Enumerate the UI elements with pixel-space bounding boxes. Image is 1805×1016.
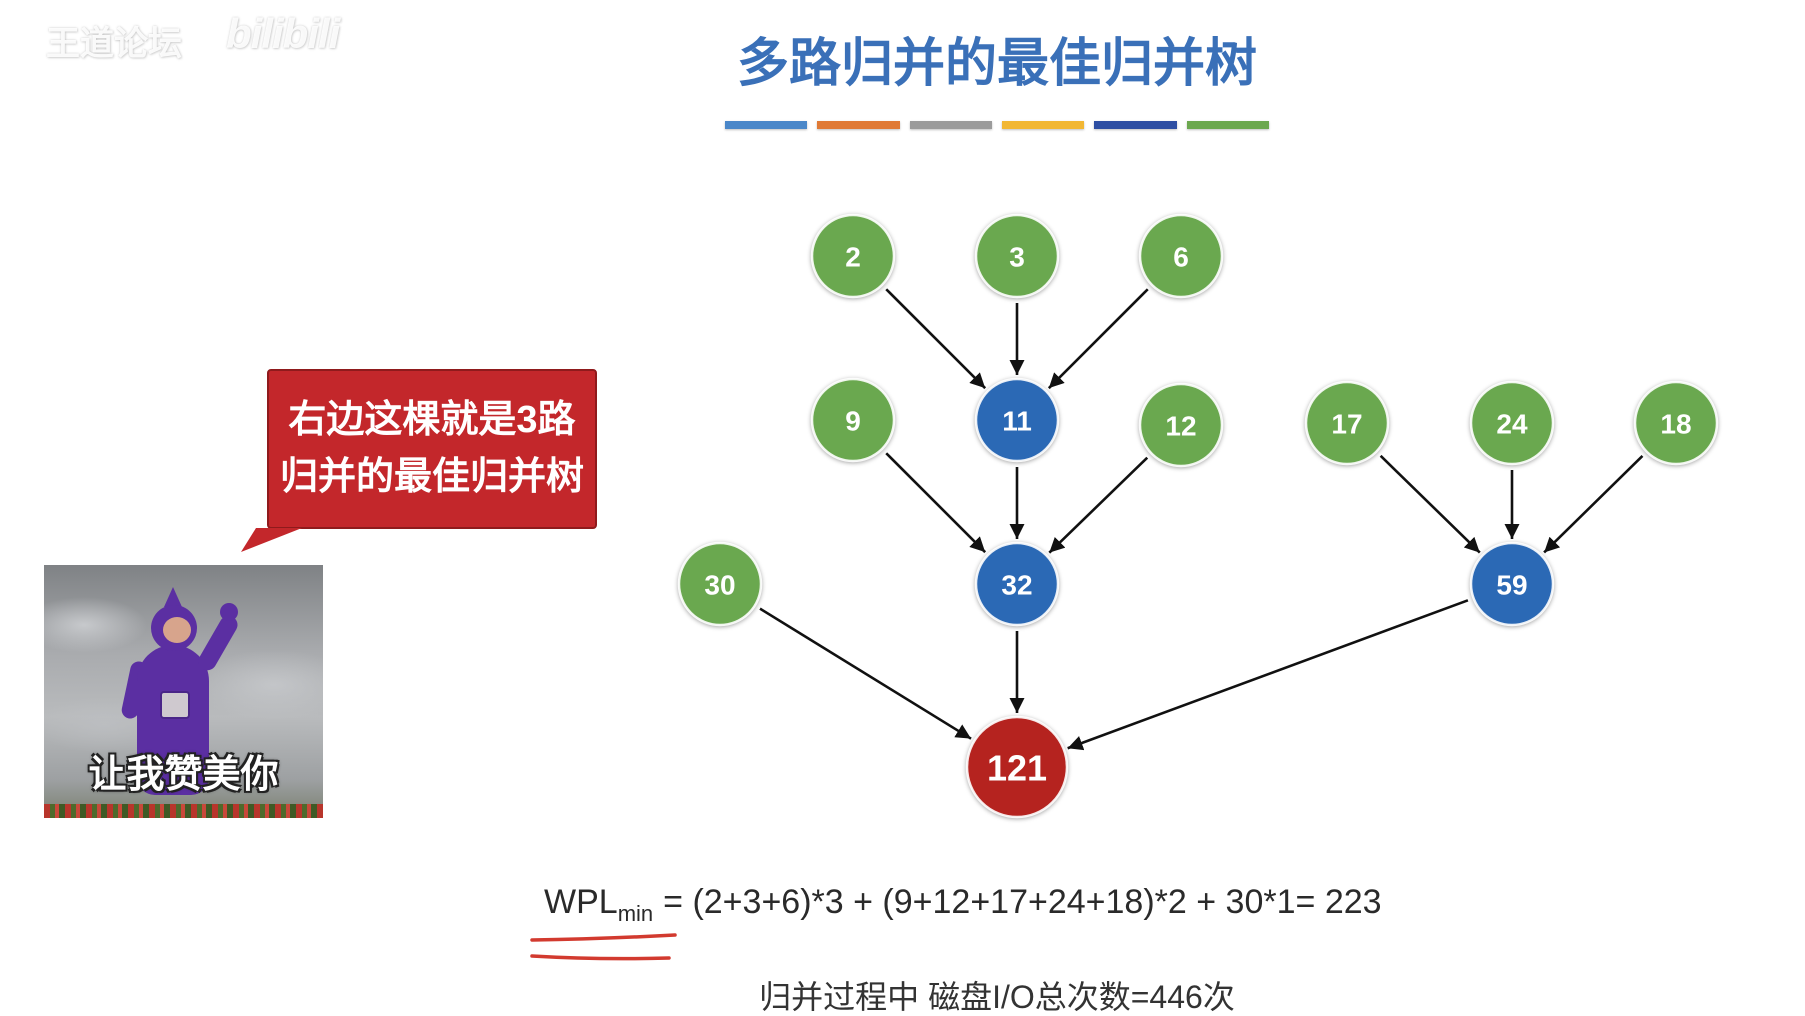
title-bar-segment bbox=[1094, 121, 1177, 129]
tree-edge-17-to-59 bbox=[1379, 454, 1481, 554]
tree-node-circle bbox=[1304, 380, 1390, 466]
figure-tummy-screen bbox=[160, 691, 190, 719]
underline-stroke-2 bbox=[530, 954, 671, 961]
tree-node-label: 2 bbox=[845, 242, 861, 273]
tree-node-59: 59 bbox=[1469, 541, 1555, 627]
tree-node-121: 121 bbox=[965, 715, 1069, 819]
speech-bubble-text: 右边这棵就是3路 归并的最佳归并树 bbox=[268, 392, 596, 506]
speech-bubble bbox=[241, 369, 597, 552]
title-bar-segment bbox=[817, 121, 900, 129]
tree-node-circle bbox=[677, 541, 763, 627]
flower-field bbox=[44, 804, 323, 818]
tree-node-30: 30 bbox=[677, 541, 763, 627]
tree-node-circle bbox=[974, 541, 1060, 627]
underline-stroke-1 bbox=[530, 933, 677, 942]
title-bar-segment bbox=[1186, 121, 1269, 129]
tree-node-label: 24 bbox=[1496, 409, 1528, 440]
tree-node-label: 30 bbox=[704, 570, 735, 601]
tree-node-label: 9 bbox=[845, 406, 861, 437]
tree-edge-6-to-11 bbox=[1047, 288, 1149, 390]
speech-bubble-tail bbox=[241, 528, 302, 552]
bilibili-logo: bilibili bbox=[226, 10, 340, 57]
tree-node-2: 2 bbox=[810, 213, 896, 299]
watermark-text: 王道论坛 bbox=[46, 25, 182, 63]
figure-hand bbox=[220, 603, 238, 621]
tree-node-circle bbox=[1469, 380, 1555, 466]
tree-node-circle bbox=[974, 213, 1060, 299]
tree-nodes: 2 3 6 9 11 12 17 24 18 30 32 59 121 bbox=[677, 213, 1719, 819]
tree-node-circle bbox=[1469, 541, 1555, 627]
figure-body bbox=[137, 645, 209, 795]
tree-node-label: 121 bbox=[987, 748, 1047, 789]
tree-node-label: 59 bbox=[1496, 570, 1527, 601]
tree-node-label: 3 bbox=[1009, 242, 1025, 273]
disk-io-summary: 归并过程中 磁盘I/O总次数=446次 bbox=[759, 979, 1235, 1015]
figure-antenna bbox=[164, 587, 182, 607]
tree-node-circle bbox=[974, 377, 1060, 463]
wpl-formula: WPLmin = (2+3+6)*3 + (9+12+17+24+18)*2 + … bbox=[544, 882, 1382, 926]
meme-image: 让我赞美你 bbox=[44, 565, 323, 818]
title-bar-segment bbox=[1001, 121, 1085, 129]
slide-title: 多路归并的最佳归并树 bbox=[736, 35, 1257, 93]
tree-node-label: 32 bbox=[1001, 570, 1032, 601]
tree-node-label: 6 bbox=[1173, 242, 1189, 273]
tree-node-circle bbox=[810, 213, 896, 299]
tree-edge-12-to-32 bbox=[1048, 456, 1149, 554]
title-bar-segment bbox=[725, 121, 808, 129]
tree-edge-18-to-59 bbox=[1543, 454, 1644, 554]
handwritten-underline bbox=[530, 933, 677, 961]
tree-node-12: 12 bbox=[1138, 382, 1224, 468]
tree-node-label: 17 bbox=[1331, 409, 1362, 440]
formula-subscript-min: min bbox=[617, 901, 654, 926]
tree-node-24: 24 bbox=[1469, 380, 1555, 466]
tree-node-32: 32 bbox=[974, 541, 1060, 627]
tree-edge-2-to-11 bbox=[885, 288, 987, 390]
title-bar-segment bbox=[909, 121, 992, 129]
tree-node-label: 18 bbox=[1660, 409, 1691, 440]
formula-wpl: WPL bbox=[544, 883, 618, 921]
speech-bubble-line-2: 归并的最佳归并树 bbox=[279, 456, 584, 498]
tree-edge-30-to-121 bbox=[759, 607, 972, 740]
figure-face bbox=[163, 617, 191, 643]
tree-node-18: 18 bbox=[1633, 380, 1719, 466]
tree-node-11: 11 bbox=[974, 377, 1060, 463]
tree-node-circle bbox=[810, 377, 896, 463]
tree-node-9: 9 bbox=[810, 377, 896, 463]
tree-edge-59-to-121 bbox=[1067, 599, 1469, 751]
tree-node-circle bbox=[1633, 380, 1719, 466]
title-color-bar bbox=[725, 121, 1269, 129]
tree-edge-9-to-32 bbox=[885, 452, 987, 554]
tree-node-circle bbox=[1138, 382, 1224, 468]
tree-node-label: 12 bbox=[1165, 411, 1196, 442]
tree-node-17: 17 bbox=[1304, 380, 1390, 466]
speech-bubble-body bbox=[267, 369, 597, 529]
tree-node-3: 3 bbox=[974, 213, 1060, 299]
formula-expression: = (2+3+6)*3 + (9+12+17+24+18)*2 + 30*1= … bbox=[663, 883, 1382, 921]
tree-node-6: 6 bbox=[1138, 213, 1224, 299]
tree-edges bbox=[759, 288, 1644, 751]
meme-caption: 让我赞美你 bbox=[88, 754, 279, 796]
tree-node-circle bbox=[965, 715, 1069, 819]
tree-node-circle bbox=[1138, 213, 1224, 299]
speech-bubble-line-1: 右边这棵就是3路 bbox=[288, 399, 576, 441]
tree-node-label: 11 bbox=[1002, 406, 1032, 437]
